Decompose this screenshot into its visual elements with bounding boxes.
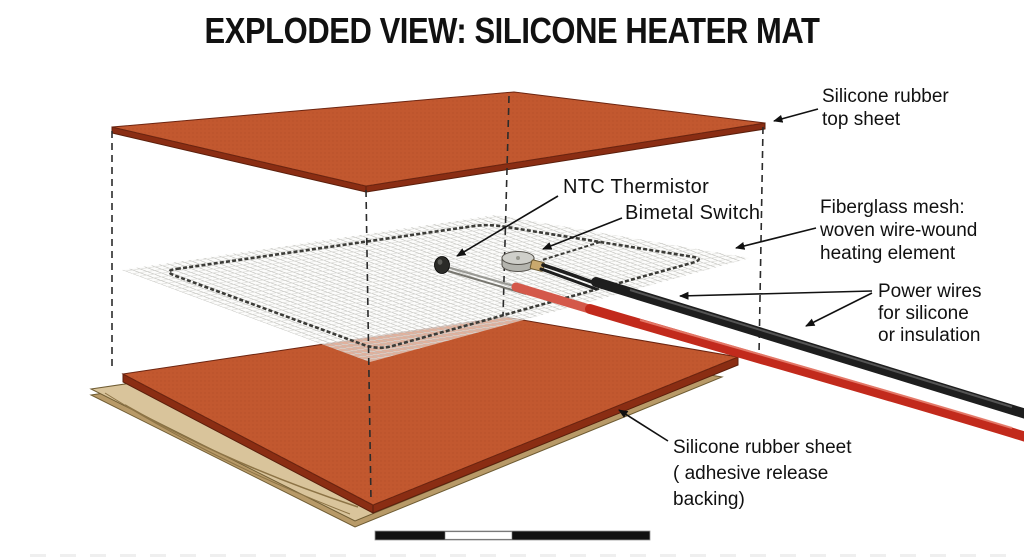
heating-element-lead bbox=[541, 241, 601, 261]
heating-element-wire bbox=[167, 223, 700, 350]
label-power-wires: Power wires for silicone or insulation bbox=[878, 281, 982, 346]
arrow-top-sheet bbox=[773, 108, 819, 123]
red-power-wire bbox=[585, 304, 1024, 442]
scale-bar bbox=[374, 530, 651, 541]
arrow-bimetal bbox=[542, 217, 623, 250]
arrow-power-black bbox=[679, 290, 873, 300]
red-wire-sleeve bbox=[511, 282, 601, 316]
guide-front bbox=[365, 189, 372, 502]
black-power-wire bbox=[591, 277, 1024, 419]
red-wire-highlight bbox=[639, 319, 1013, 429]
arrow-ntc bbox=[456, 195, 559, 257]
leader-arrows bbox=[456, 108, 873, 442]
label-bimetal-switch: Bimetal Switch bbox=[625, 202, 761, 224]
backing-curl-line bbox=[104, 392, 351, 515]
page-title: EXPLODED VIEW: SILICONE HEATER MAT bbox=[204, 10, 820, 51]
label-bottom-sheet: Silicone rubber sheet ( adhesive release… bbox=[673, 437, 852, 510]
label-fiberglass-mesh: Fiberglass mesh: woven wire-wound heatin… bbox=[820, 197, 978, 264]
arrow-bottom-sheet bbox=[618, 409, 669, 442]
arrow-power-red bbox=[805, 292, 873, 327]
power-wires bbox=[511, 263, 1024, 442]
bottom-silicone-sheet bbox=[121, 316, 740, 514]
label-top-sheet: Silicone rubber top sheet bbox=[822, 86, 949, 130]
bimetal-switch bbox=[501, 251, 545, 272]
guide-back bbox=[502, 95, 510, 317]
arrow-mesh bbox=[735, 227, 817, 250]
top-silicone-sheet bbox=[111, 91, 766, 193]
black-wire-highlight bbox=[629, 289, 1013, 408]
label-ntc-thermistor: NTC Thermistor bbox=[563, 176, 710, 198]
bottom-edge-artifact bbox=[30, 554, 1014, 557]
fiberglass-mesh bbox=[122, 215, 750, 362]
backing-curl-line bbox=[124, 404, 359, 508]
black-wire-lead bbox=[539, 267, 598, 291]
